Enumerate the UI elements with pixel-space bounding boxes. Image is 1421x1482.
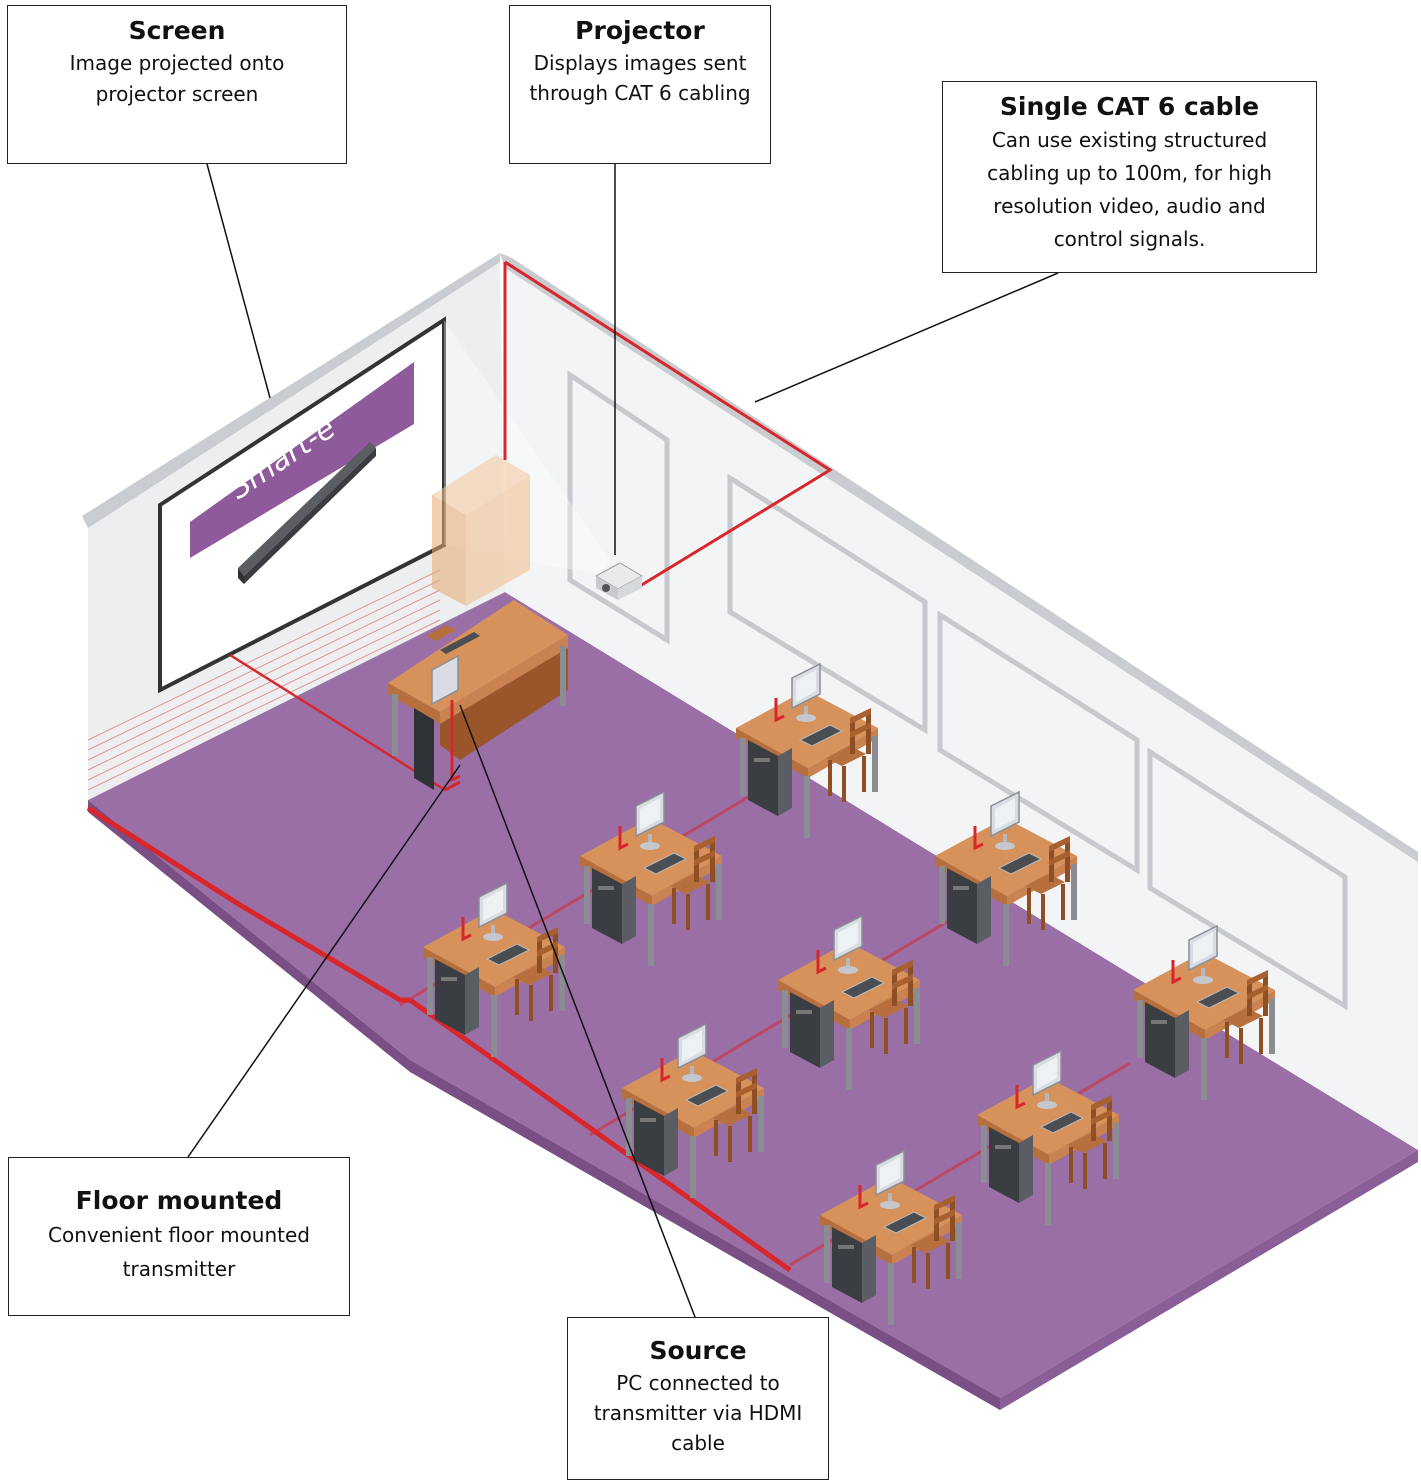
callout-cable-body: Can use existing structured cabling up t… (987, 128, 1272, 251)
projector-device (594, 562, 644, 600)
callout-projector: Projector Displays images sent through C… (509, 5, 771, 164)
callout-source-title: Source (649, 1336, 747, 1365)
teacher-desk (388, 600, 568, 790)
callout-projector-body: Displays images sent through CAT 6 cabli… (529, 51, 751, 105)
callout-floor-title: Floor mounted (75, 1186, 283, 1215)
callout-source: Source PC connected to transmitter via H… (567, 1317, 829, 1480)
callout-screen-title: Screen (128, 16, 226, 45)
callout-leader-lines (187, 163, 1059, 1318)
callout-floor-mounted: Floor mounted Convenient floor mounted t… (8, 1157, 350, 1316)
callout-cable-title: Single CAT 6 cable (999, 92, 1260, 121)
callout-single-cat6-cable: Single CAT 6 cable Can use existing stru… (942, 81, 1317, 273)
callout-projector-title: Projector (575, 16, 705, 45)
equipment-cabinet (432, 455, 530, 606)
callout-screen: Screen Image projected onto projector sc… (7, 5, 347, 164)
callout-source-body: PC connected to transmitter via HDMI cab… (593, 1371, 803, 1455)
callout-screen-body: Image projected onto projector screen (69, 51, 285, 106)
callout-floor-body: Convenient floor mounted transmitter (48, 1223, 310, 1281)
projector-screen: Smart-e (158, 316, 446, 694)
classroom-floor (88, 592, 1418, 1410)
